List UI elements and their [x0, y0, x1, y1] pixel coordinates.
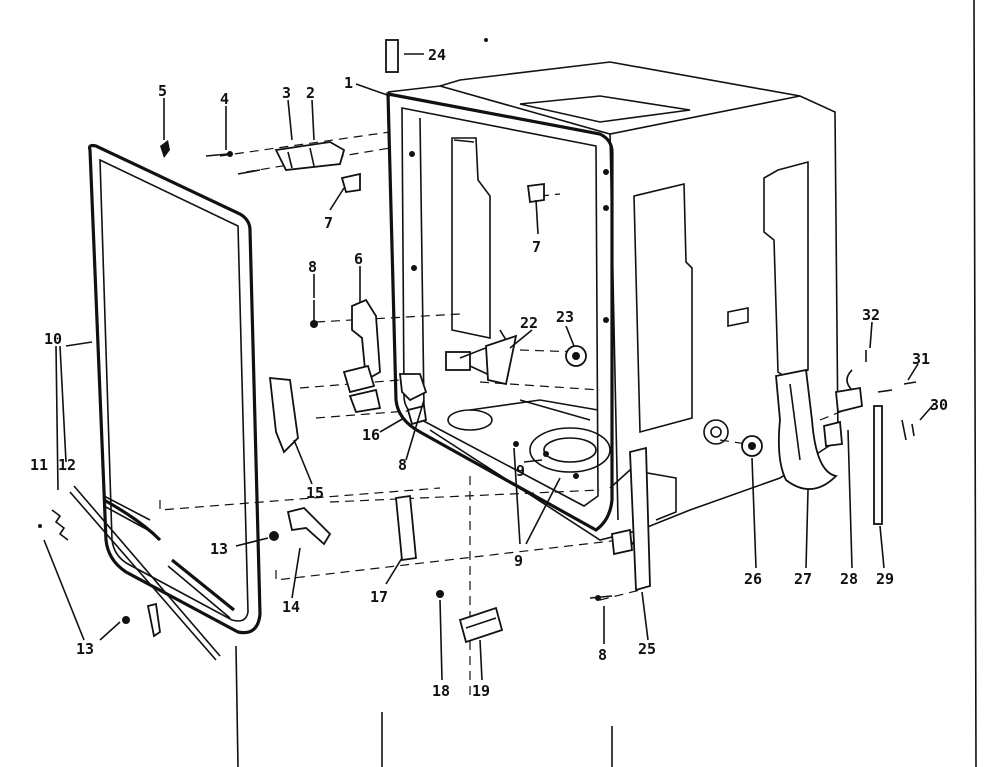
callout-25: 25 [638, 640, 656, 658]
callout-9-a: 9 [516, 462, 525, 480]
callout-22: 22 [520, 314, 538, 332]
callout-labels: 1 2 3 4 5 24 7 7 8 6 10 22 23 32 31 30 1… [30, 46, 948, 700]
callout-30: 30 [930, 396, 948, 414]
callout-14: 14 [282, 598, 300, 616]
callout-5: 5 [158, 82, 167, 100]
callout-16: 16 [362, 426, 380, 444]
callout-1: 1 [344, 74, 353, 92]
callout-17: 17 [370, 588, 388, 606]
callout-31: 31 [912, 350, 930, 368]
callout-4: 4 [220, 90, 229, 108]
door-assembly [69, 143, 262, 661]
small-parts [38, 38, 917, 644]
assembly-guide-lines [159, 131, 861, 700]
callout-3: 3 [282, 84, 291, 102]
callout-11: 11 [30, 456, 48, 474]
callout-6: 6 [354, 250, 363, 268]
callout-19: 19 [472, 682, 490, 700]
callout-28: 28 [840, 570, 858, 588]
callout-8-left: 8 [308, 258, 317, 276]
callout-8-right: 8 [598, 646, 607, 664]
callout-13-left: 13 [76, 640, 94, 658]
callout-2: 2 [306, 84, 315, 102]
callout-32: 32 [862, 306, 880, 324]
callout-27: 27 [794, 570, 812, 588]
callout-26: 26 [744, 570, 762, 588]
callout-7-left: 7 [324, 214, 333, 232]
callout-7-right: 7 [532, 238, 541, 256]
callout-15: 15 [306, 484, 324, 502]
callout-8-mid: 8 [398, 456, 407, 474]
callout-12: 12 [58, 456, 76, 474]
callout-13-mid: 13 [210, 540, 228, 558]
callout-10: 10 [44, 330, 62, 348]
leader-lines [43, 53, 935, 681]
reference-lines [235, 0, 977, 767]
callout-29: 29 [876, 570, 894, 588]
callout-18: 18 [432, 682, 450, 700]
callout-23-top: 23 [556, 308, 574, 326]
callout-24: 24 [428, 46, 446, 64]
tub-assembly [386, 61, 839, 549]
callout-9-b: 9 [514, 552, 523, 570]
